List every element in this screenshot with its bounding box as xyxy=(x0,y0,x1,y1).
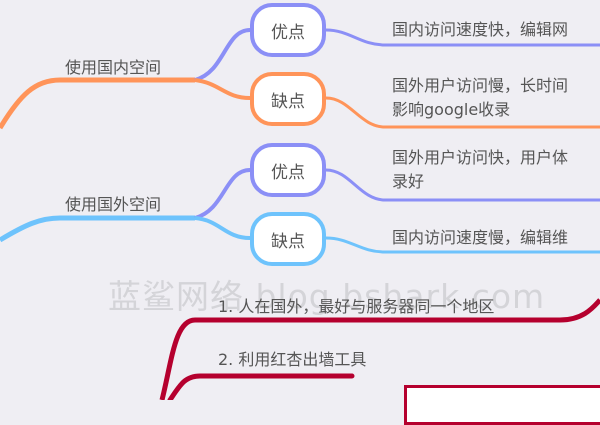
node-label: 优点 xyxy=(271,22,305,43)
connector-lines xyxy=(0,28,600,400)
node-cons-overseas[interactable]: 缺点 xyxy=(250,212,326,266)
branch-label-overseas[interactable]: 使用国外空间 xyxy=(65,195,162,214)
node-label: 优点 xyxy=(271,162,305,183)
watermark: 蓝鲨网络 blog.bshark.com xyxy=(108,277,546,316)
node-label: 缺点 xyxy=(271,231,305,252)
node-pros-overseas[interactable]: 优点 xyxy=(250,143,326,197)
leaf-cons-overseas[interactable]: 国内访问速度慢，编辑维 xyxy=(392,228,569,247)
tip-2[interactable]: 2. 利用红杏出墙工具 xyxy=(218,350,367,369)
node-pros-domestic[interactable]: 优点 xyxy=(250,3,326,57)
leaf-pros-overseas[interactable]: 国外用户访问快，用户体录好 xyxy=(392,148,569,191)
leaf-pros-domestic[interactable]: 国内访问速度快，编辑网 xyxy=(392,20,569,39)
node-label: 缺点 xyxy=(271,91,305,112)
leaf-cons-domestic[interactable]: 国外用户访问慢，长时间影响google收录 xyxy=(392,76,569,119)
tip-1[interactable]: 1. 人在国外，最好与服务器同一个地区 xyxy=(218,297,495,316)
branch-label-domestic[interactable]: 使用国内空间 xyxy=(65,58,162,77)
node-cons-domestic[interactable]: 缺点 xyxy=(250,72,326,126)
partial-node-box[interactable] xyxy=(404,385,600,425)
